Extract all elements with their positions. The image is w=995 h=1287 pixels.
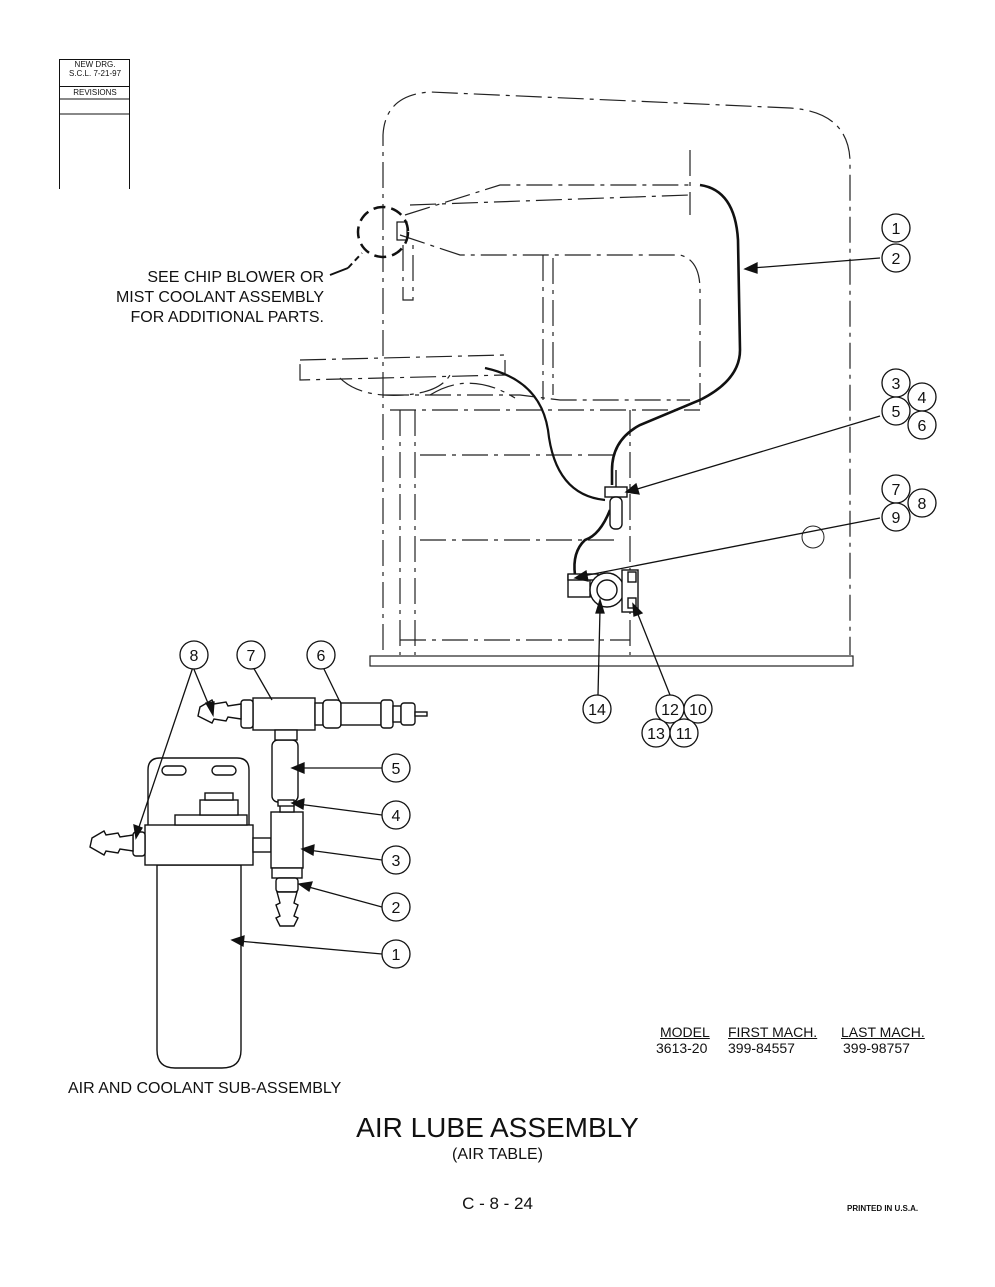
sub-callouts: 8 7 6 5 4 3 2 1 bbox=[179, 640, 411, 969]
callout-7: 7 bbox=[881, 474, 911, 504]
callout-2: 2 bbox=[881, 243, 911, 273]
machine-frame-phantom bbox=[299, 91, 851, 655]
callout-4: 4 bbox=[907, 382, 937, 412]
table-cell-model: 3613-20 bbox=[656, 1040, 708, 1056]
svg-text:7: 7 bbox=[247, 648, 256, 665]
svg-text:10: 10 bbox=[689, 702, 707, 719]
sub-callout-2: 2 bbox=[381, 892, 411, 922]
page-number: C - 8 - 24 bbox=[462, 1194, 533, 1213]
page-subtitle: (AIR TABLE) bbox=[452, 1146, 543, 1163]
sub-callout-7: 7 bbox=[236, 640, 266, 670]
sub-callout-1: 1 bbox=[381, 939, 411, 969]
frame-hole bbox=[801, 525, 825, 549]
callout-3: 3 bbox=[881, 368, 911, 398]
svg-text:7: 7 bbox=[892, 482, 901, 499]
svg-text:11: 11 bbox=[676, 726, 693, 743]
revision-label: REVISIONS bbox=[73, 88, 117, 97]
table-cell-first-mach: 399-84557 bbox=[728, 1040, 795, 1056]
table-header-last-mach: LAST MACH. bbox=[841, 1024, 925, 1040]
callout-9: 9 bbox=[881, 502, 911, 532]
svg-text:13: 13 bbox=[647, 726, 665, 743]
callout-8: 8 bbox=[907, 488, 937, 518]
svg-text:5: 5 bbox=[392, 761, 401, 778]
note-line-1: SEE CHIP BLOWER OR bbox=[147, 269, 324, 286]
svg-text:1: 1 bbox=[892, 221, 901, 238]
sub-callout-6: 6 bbox=[306, 640, 336, 670]
svg-text:6: 6 bbox=[317, 648, 326, 665]
svg-text:8: 8 bbox=[190, 648, 199, 665]
svg-text:14: 14 bbox=[588, 702, 606, 719]
callout-12: 12 bbox=[655, 694, 685, 724]
table-header-first-mach: FIRST MACH. bbox=[728, 1024, 818, 1040]
sub-callout-8: 8 bbox=[179, 640, 209, 670]
sub-callout-4: 4 bbox=[381, 800, 411, 830]
revision-date: S.C.L. 7-21-97 bbox=[68, 69, 122, 78]
note-line-3: FOR ADDITIONAL PARTS. bbox=[130, 309, 324, 326]
callout-6: 6 bbox=[907, 410, 937, 440]
svg-text:12: 12 bbox=[661, 702, 679, 719]
air-hose-lower bbox=[573, 509, 612, 576]
sub-callout-3: 3 bbox=[381, 845, 411, 875]
svg-text:4: 4 bbox=[392, 808, 401, 825]
main-callouts: 1 2 3 4 5 6 7 8 9 14 12 10 13 11 bbox=[582, 213, 937, 748]
svg-text:9: 9 bbox=[892, 510, 901, 527]
leader-lines bbox=[573, 257, 881, 696]
filter-subassembly bbox=[89, 697, 428, 1069]
table-header-model: MODEL bbox=[660, 1024, 710, 1040]
callout-14: 14 bbox=[582, 694, 612, 724]
printed-in-usa: PRINTED IN U.S.A. bbox=[847, 1204, 919, 1213]
svg-text:6: 6 bbox=[918, 418, 927, 435]
table-cell-last-mach: 399-98757 bbox=[843, 1040, 910, 1056]
subassembly-label: AIR AND COOLANT SUB-ASSEMBLY bbox=[68, 1080, 342, 1097]
base-plate bbox=[369, 655, 854, 667]
svg-text:1: 1 bbox=[392, 947, 401, 964]
svg-text:8: 8 bbox=[918, 496, 927, 513]
svg-text:3: 3 bbox=[892, 376, 901, 393]
svg-text:5: 5 bbox=[892, 404, 901, 421]
revision-box bbox=[59, 59, 130, 189]
sub-callout-5: 5 bbox=[381, 753, 411, 783]
page-title: AIR LUBE ASSEMBLY bbox=[356, 1112, 639, 1143]
callout-1: 1 bbox=[881, 213, 911, 243]
air-hose-table bbox=[484, 366, 606, 502]
air-hose-upper bbox=[610, 183, 742, 485]
callout-10: 10 bbox=[683, 694, 713, 724]
detail-circle bbox=[356, 205, 410, 259]
tee-fitting bbox=[604, 470, 628, 530]
svg-text:3: 3 bbox=[392, 853, 401, 870]
callout-5: 5 bbox=[881, 396, 911, 426]
callout-13: 13 bbox=[641, 718, 671, 748]
svg-text:2: 2 bbox=[892, 251, 901, 268]
sub-leader-lines bbox=[133, 666, 383, 955]
svg-text:2: 2 bbox=[392, 900, 401, 917]
note-line-2: MIST COOLANT ASSEMBLY bbox=[115, 289, 324, 306]
callout-11: 11 bbox=[669, 718, 699, 748]
revision-new-drawing: NEW DRG. bbox=[74, 60, 116, 69]
svg-text:4: 4 bbox=[918, 390, 927, 407]
